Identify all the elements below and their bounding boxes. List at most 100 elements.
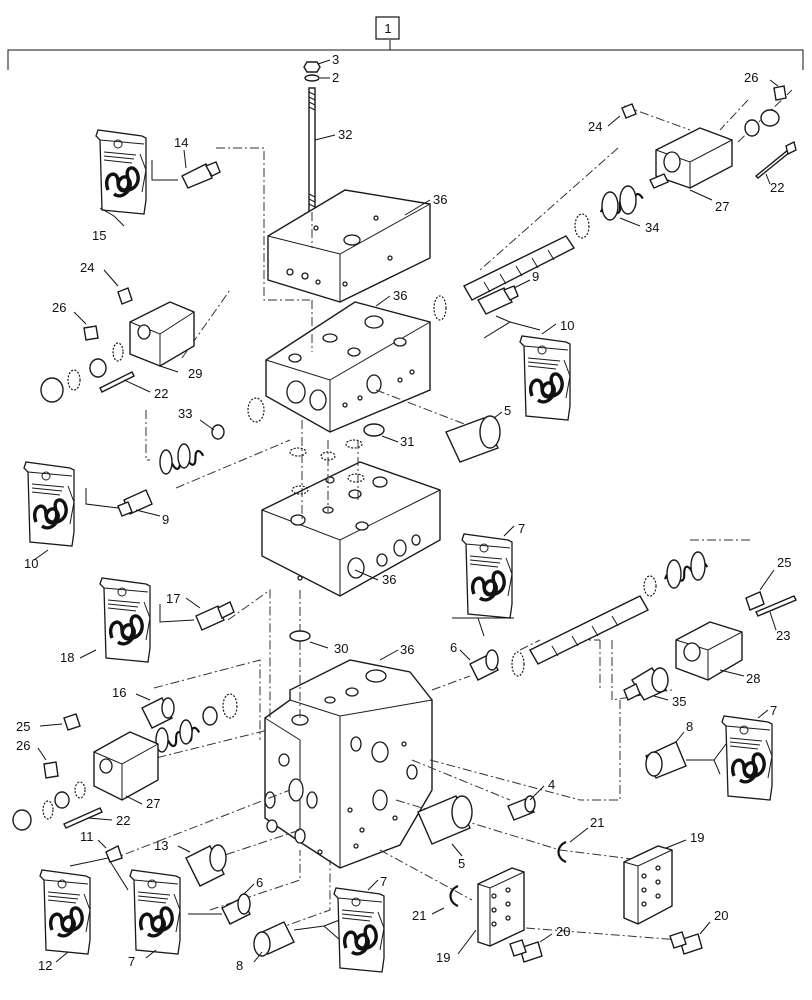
spring-icon xyxy=(643,551,711,597)
callout-22-a: 22 xyxy=(770,180,784,195)
fitting-11: 11 xyxy=(69,829,129,891)
valve-block-icon: 36 xyxy=(264,642,433,869)
callout-8-a: 8 xyxy=(686,719,693,734)
plug-16: 16 xyxy=(112,685,175,729)
cap-26-a: 26 xyxy=(744,70,787,101)
spring-icon: 33 xyxy=(158,397,265,475)
fitting-24-a: 24 xyxy=(588,103,637,134)
callout-25-a: 25 xyxy=(777,555,791,570)
fitting-4: 4 xyxy=(507,777,555,821)
cap-26-c: 26 xyxy=(16,738,59,779)
callout-19-a: 19 xyxy=(436,950,450,965)
callout-28: 28 xyxy=(746,671,760,686)
bolt-icon: 20 xyxy=(669,908,728,955)
plug-13: 13 xyxy=(154,838,227,887)
callout-2: 2 xyxy=(332,70,339,85)
callout-10-a: 10 xyxy=(560,318,574,333)
callout-25-b: 25 xyxy=(16,719,30,734)
callout-29: 29 xyxy=(188,366,202,381)
callout-5-a: 5 xyxy=(504,403,511,418)
relief-valve-icon: 9 xyxy=(477,269,541,339)
callout-24-b: 24 xyxy=(80,260,94,275)
callout-15: 15 xyxy=(92,228,106,243)
sleeve-parts-lower xyxy=(12,781,86,831)
assembly-bracket: 1 xyxy=(7,16,804,70)
relief-valve-6-b: 6 xyxy=(188,875,263,925)
callout-16: 16 xyxy=(112,685,126,700)
bolt-icon: 20 xyxy=(509,924,570,963)
callout-35: 35 xyxy=(672,694,686,709)
fitting-25-b: 25 xyxy=(16,713,81,734)
spring-icon: 34 xyxy=(574,185,659,239)
callout-24-a: 24 xyxy=(588,119,602,134)
callout-32: 32 xyxy=(338,127,352,142)
callout-3: 3 xyxy=(332,52,339,67)
callout-27-b: 27 xyxy=(146,796,160,811)
assembly-callout: 1 xyxy=(384,21,391,36)
spring-icon xyxy=(154,693,238,753)
callout-10-b: 10 xyxy=(24,556,38,571)
callout-6-a: 6 xyxy=(450,640,457,655)
seal-kit-bag-icon: 10 xyxy=(22,460,76,571)
fitting-25-a: 25 xyxy=(745,555,791,611)
callout-4: 4 xyxy=(548,777,555,792)
callout-21-a: 21 xyxy=(590,815,604,830)
bolt-icon: 23 xyxy=(755,595,797,643)
callout-22-b: 22 xyxy=(154,386,168,401)
callout-7-a: 7 xyxy=(518,521,525,536)
callout-14: 14 xyxy=(174,135,188,150)
seal-kit-bag-icon: 10 xyxy=(518,318,574,422)
callout-26-c: 26 xyxy=(16,738,30,753)
valve-block-icon: 36 xyxy=(265,288,431,433)
seal-kit-bag-icon: 7 xyxy=(128,868,182,969)
seal-kit-bag-icon: 15 xyxy=(92,128,148,243)
callout-9-a: 9 xyxy=(532,269,539,284)
o-ring-icon: 21 xyxy=(557,815,604,864)
callout-36-d: 36 xyxy=(400,642,414,657)
relief-valve-icon: 8 xyxy=(645,719,727,779)
callout-26-b: 26 xyxy=(52,300,66,315)
relief-valve-9-b: 9 xyxy=(85,488,169,527)
o-ring-icon: 30 xyxy=(289,630,348,656)
spool-icon xyxy=(511,595,649,677)
callout-5-b: 5 xyxy=(458,856,465,871)
callout-33: 33 xyxy=(178,406,192,421)
solenoid-cap-icon: 29 xyxy=(129,301,202,381)
cap-26-b: 26 xyxy=(52,300,99,341)
callout-36-b: 36 xyxy=(393,288,407,303)
callout-12: 12 xyxy=(38,958,52,973)
callout-26-a: 26 xyxy=(744,70,758,85)
cover-plate-icon: 19 xyxy=(436,867,525,965)
callout-6-b: 6 xyxy=(256,875,263,890)
callout-18: 18 xyxy=(60,650,74,665)
valve-block-icon: 36 xyxy=(267,189,447,303)
callout-34: 34 xyxy=(645,220,659,235)
callout-9-b: 9 xyxy=(162,512,169,527)
callout-27-a: 27 xyxy=(715,199,729,214)
relief-valve-14: 14 xyxy=(151,135,221,189)
solenoid-cap-icon: 27 xyxy=(93,731,160,811)
relief-valve-6-a: 6 xyxy=(450,640,499,681)
callout-30: 30 xyxy=(334,641,348,656)
seal-kit-bag-icon: 12 xyxy=(38,868,92,973)
callout-22-c: 22 xyxy=(116,813,130,828)
callout-21-b: 21 xyxy=(412,908,426,923)
spool-icon xyxy=(433,235,576,321)
relief-valve-icon: 5 xyxy=(417,795,473,871)
callout-8-b: 8 xyxy=(236,958,243,973)
cover-plate-icon: 19 xyxy=(623,830,704,925)
bolt-icon: 22 xyxy=(754,140,797,195)
callout-7-b: 7 xyxy=(128,954,135,969)
solenoid-cap-icon: 27 xyxy=(649,127,733,214)
callout-19-b: 19 xyxy=(690,830,704,845)
callout-13: 13 xyxy=(154,838,168,853)
o-ring-icon: 21 xyxy=(412,884,459,923)
seal-kit-bag-icon: 7 xyxy=(720,703,777,802)
solenoid-cap-icon: 28 xyxy=(675,621,760,686)
callout-23: 23 xyxy=(776,628,790,643)
o-ring-icon: 31 xyxy=(289,423,414,495)
callout-17: 17 xyxy=(166,591,180,606)
bolt-icon: 22 xyxy=(99,371,168,401)
plunger-35: 35 xyxy=(623,667,686,709)
